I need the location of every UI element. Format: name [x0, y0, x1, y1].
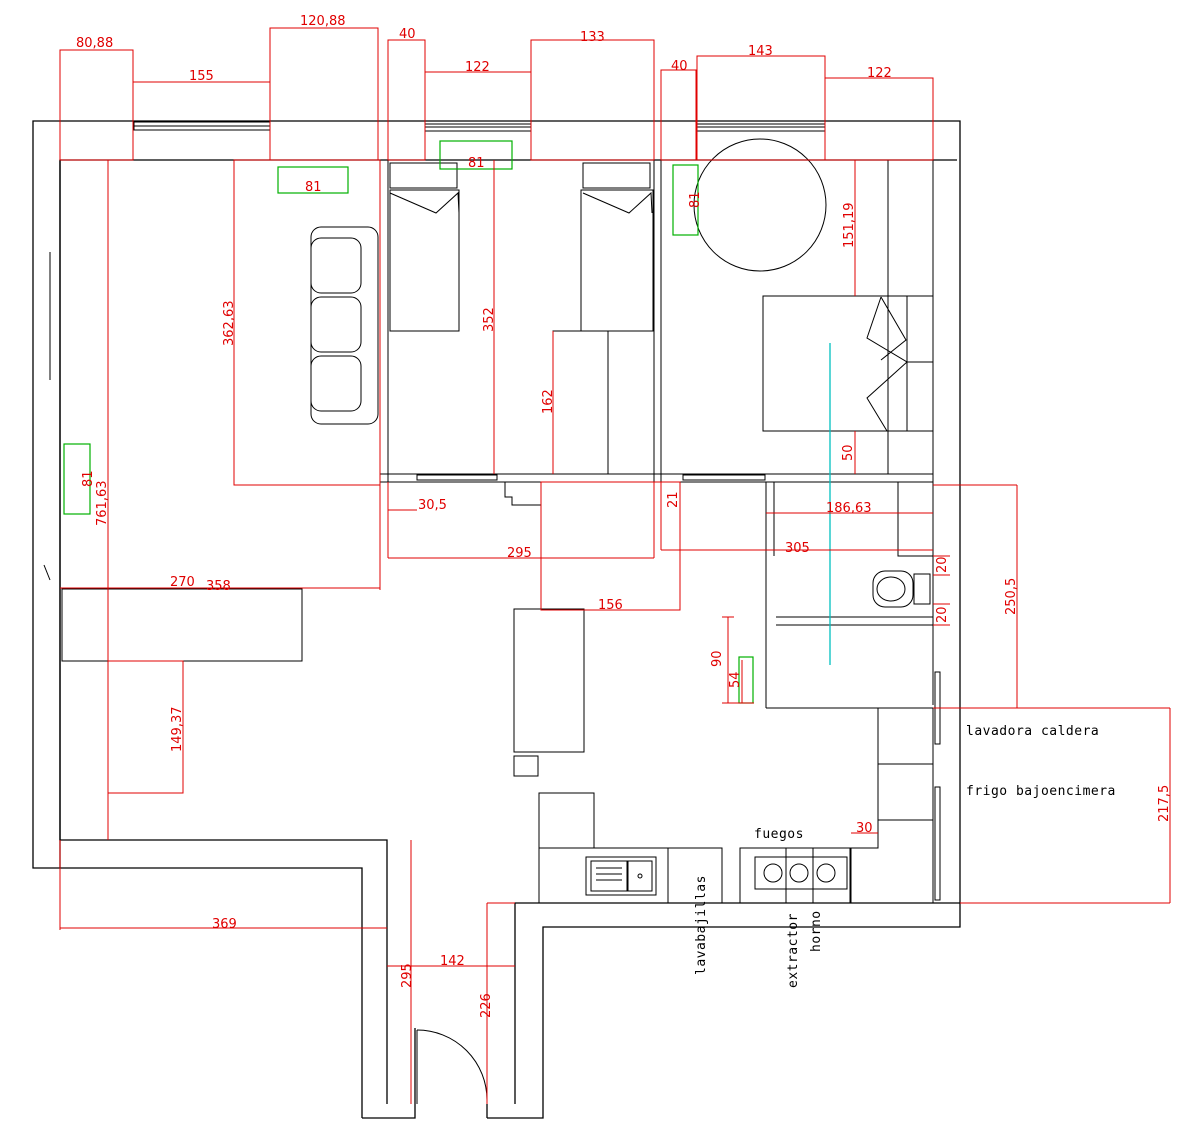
dim-155: 155 [189, 69, 214, 84]
entrance-door [416, 1029, 488, 1101]
dim-122-a: 122 [465, 60, 490, 75]
dim-80-88: 80,88 [76, 36, 113, 51]
cabinet [61, 588, 303, 662]
dim-20-b: 20 [935, 606, 950, 623]
dim-295-a: 295 [507, 546, 532, 561]
dim-226: 226 [479, 993, 494, 1018]
green-markers [63, 140, 754, 704]
appliance-labels: lavadora caldera frigo bajoencimera fueg… [694, 724, 1116, 988]
label-horno: horno [809, 910, 824, 952]
label-lavavajillas: lavabajillas [694, 875, 709, 975]
double-bed [762, 295, 934, 432]
dim-305: 305 [785, 541, 810, 556]
dim-352: 352 [482, 307, 497, 332]
dim-156: 156 [598, 598, 623, 613]
dim-217-5: 217,5 [1157, 785, 1172, 822]
dimension-lines [59, 27, 1171, 1104]
dim-761-63: 761,63 [95, 481, 110, 527]
dim-120-88: 120,88 [300, 14, 346, 29]
single-bed-2 [580, 162, 654, 332]
dim-50: 50 [841, 444, 856, 461]
dim-54: 54 [728, 671, 743, 688]
dimension-labels: 80,88 120,88 40 133 40 143 155 122 122 8… [76, 14, 1172, 1018]
label-frigo: frigo bajoencimera [966, 784, 1116, 799]
dim-81-d: 81 [81, 470, 96, 487]
dim-81-b: 81 [468, 156, 485, 171]
label-extractor: extractor [786, 913, 801, 988]
dim-270: 270 [170, 575, 195, 590]
single-bed-1 [389, 162, 460, 332]
dim-40-b: 40 [671, 59, 688, 74]
dim-151-19: 151,19 [842, 203, 857, 249]
round-table [693, 138, 827, 272]
dim-162: 162 [541, 389, 556, 414]
dim-143: 143 [748, 44, 773, 59]
sofa [310, 226, 379, 425]
dim-40-a: 40 [399, 27, 416, 42]
dim-90: 90 [710, 650, 725, 667]
dim-250-5: 250,5 [1004, 578, 1019, 615]
dim-142: 142 [440, 954, 465, 969]
walls [32, 120, 961, 1119]
dim-133: 133 [580, 30, 605, 45]
dim-21: 21 [666, 491, 681, 508]
dim-358: 358 [206, 579, 231, 594]
dim-186-63: 186,63 [826, 501, 872, 516]
dim-122-b: 122 [867, 66, 892, 81]
wardrobe [552, 330, 655, 475]
dim-369: 369 [212, 917, 237, 932]
toilet [872, 570, 931, 608]
label-fuegos: fuegos [754, 827, 804, 842]
dim-20-a: 20 [935, 556, 950, 573]
dim-362-63: 362,63 [222, 301, 237, 347]
dim-81-a: 81 [305, 180, 322, 195]
dim-30-5: 30,5 [418, 498, 447, 513]
dim-81-c: 81 [688, 191, 703, 208]
dim-295-b: 295 [400, 963, 415, 988]
label-lavadora-caldera: lavadora caldera [966, 724, 1099, 739]
furniture [61, 138, 941, 1104]
dim-30: 30 [856, 821, 873, 836]
dim-149-37: 149,37 [170, 707, 185, 753]
kitchen [538, 707, 934, 904]
dining-table [513, 608, 585, 753]
